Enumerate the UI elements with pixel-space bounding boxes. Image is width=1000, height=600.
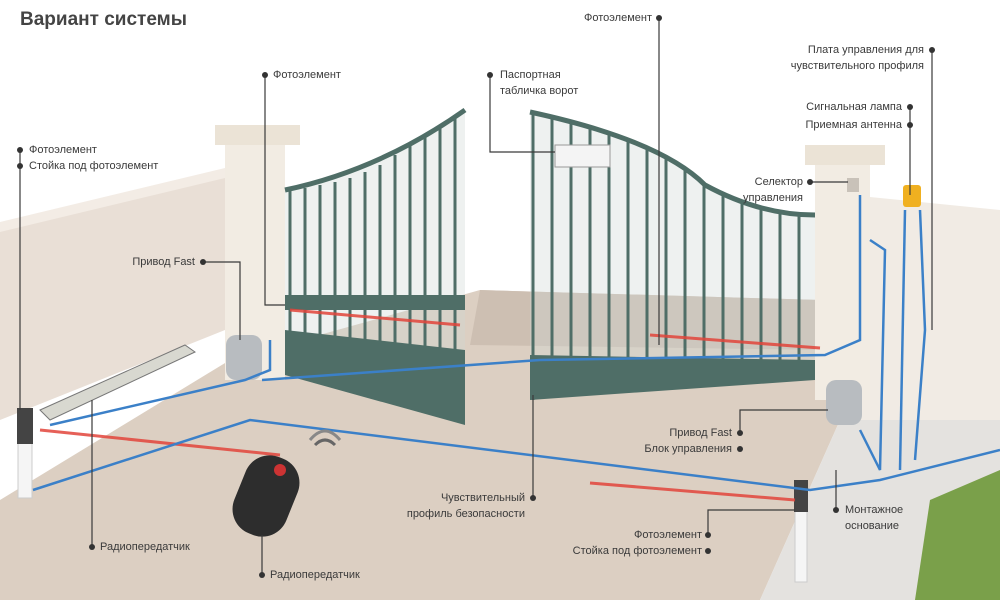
- page-title: Вариант системы: [20, 9, 187, 30]
- leader-lines: [19, 18, 933, 575]
- left-wall: [0, 175, 225, 420]
- drive-left: [226, 335, 262, 380]
- label-photo-bottom: Фотоэлемент: [634, 529, 702, 541]
- label-photo-top: Фотоэлемент: [584, 12, 652, 24]
- label-nameplate-line1: Паспортная: [500, 69, 561, 81]
- label-safety-edge-line2: профиль безопасности: [406, 508, 525, 520]
- label-nameplate-line2: табличка ворот: [500, 85, 579, 97]
- label-control-board-line2: чувствительного профиля: [790, 60, 924, 72]
- grass: [915, 470, 1000, 600]
- label-post-bottom: Стойка под фотоэлемент: [572, 545, 702, 557]
- drive-right: [826, 380, 862, 425]
- label-drive-right: Привод Fast: [669, 427, 732, 439]
- label-selector: Селектор управления: [743, 174, 803, 206]
- label-mounting-base: Монтажное основание: [845, 502, 903, 534]
- label-signal-lamp: Сигнальная лампа: [806, 101, 902, 113]
- label-mounting-base-line2: основание: [845, 520, 899, 532]
- right-gate-leaf: [529, 109, 816, 400]
- right-pillar: [815, 160, 870, 400]
- label-photo-gate-left: Фотоэлемент: [273, 69, 341, 81]
- label-photo-left: Фотоэлемент: [29, 144, 97, 156]
- label-post-left: Стойка под фотоэлемент: [29, 160, 159, 172]
- cables: [32, 195, 1000, 492]
- label-control-unit: Блок управления: [644, 443, 732, 455]
- label-transmitter-bottom: Радиопередатчик: [270, 569, 360, 581]
- label-nameplate: Паспортная табличка ворот: [500, 67, 578, 99]
- label-safety-edge-line1: Чувствительный: [440, 492, 525, 504]
- selector: [847, 178, 859, 192]
- label-mounting-base-line1: Монтажное: [845, 504, 904, 516]
- label-control-board-line1: Плата управления для: [807, 44, 924, 56]
- leader-dots: [17, 15, 935, 578]
- nameplate: [554, 144, 611, 168]
- label-safety-edge: Чувствительный профиль безопасности: [407, 490, 525, 522]
- label-selector-line1: Селектор: [754, 176, 803, 188]
- left-gate-leaf: [284, 107, 467, 425]
- label-drive-left: Привод Fast: [132, 256, 195, 268]
- remote-transmitter: [232, 429, 342, 537]
- label-antenna: Приемная антенна: [805, 119, 902, 131]
- safety-edge-bar: [39, 344, 196, 421]
- label-control-board: Плата управления для чувствительного про…: [791, 42, 924, 74]
- signal-lamp: [903, 185, 921, 207]
- label-selector-line2: управления: [743, 192, 803, 204]
- label-transmitter-left: Радиопередатчик: [100, 541, 190, 553]
